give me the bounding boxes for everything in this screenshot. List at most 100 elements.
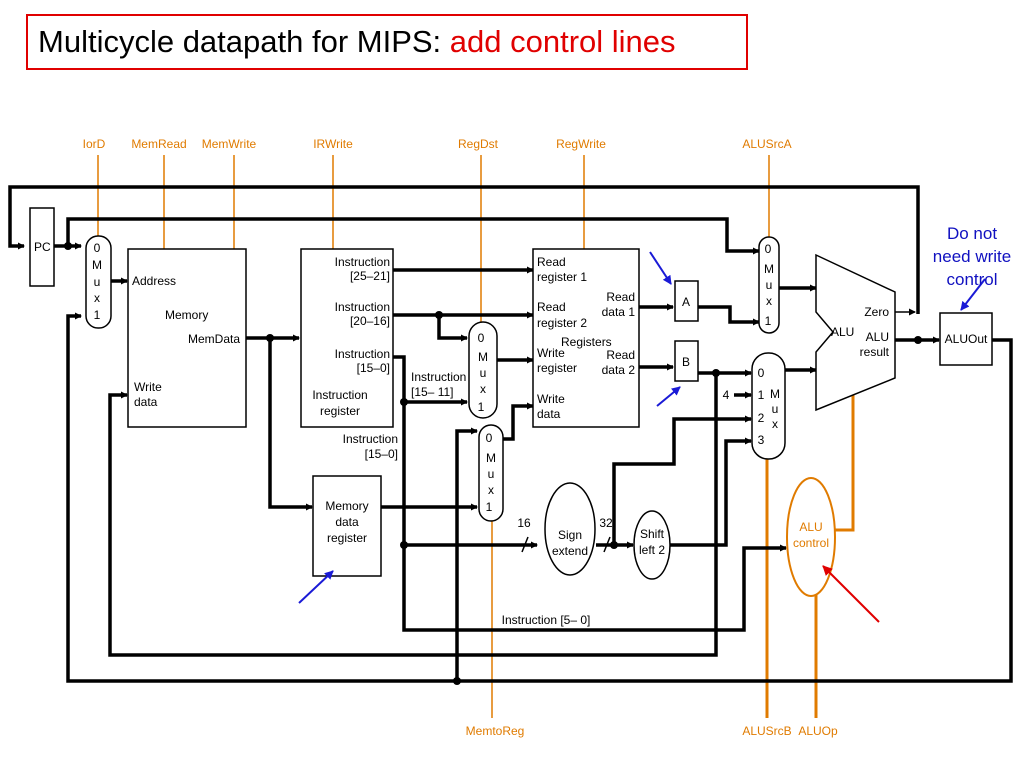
reg-rr2b: register 2 [537,316,587,330]
ir-name2: register [320,404,360,418]
mux-labels: 0 M u x 1 0 M u x 1 0 M u x 1 0 M u x 1 … [92,241,780,514]
reg-a [674,280,699,322]
svg-text:M: M [478,350,488,364]
ir-i1a: Instruction [335,255,390,269]
arrow-to-aluout [960,278,986,311]
ir-name1: Instruction [312,388,367,402]
mux-memtoreg [478,424,504,522]
svg-text:M: M [764,262,774,276]
reg-wrb: register [537,361,577,375]
bus-slashes [521,536,611,553]
register-file [532,248,640,428]
reg-rr1a: Read [537,255,566,269]
label-iord: IorD [83,137,106,151]
svg-text:M: M [92,258,102,272]
mdr-l2: data [335,515,359,529]
svg-text:M: M [770,387,780,401]
ir-mid-a: Instruction [411,370,466,384]
reg-rd1a: Read [606,290,635,304]
svg-text:0: 0 [765,242,772,256]
arrow-to-alu-control [822,565,880,623]
reg-wra: Write [537,346,565,360]
svg-text:u: u [488,467,495,481]
sl-l2: left 2 [639,543,665,557]
reg-b [674,340,699,382]
reg-wda: Write [537,392,565,406]
ir-i3b: [15–0] [357,361,390,375]
mux-pc [85,235,112,329]
label-irwrite: IRWrite [313,137,353,151]
title-accent: add control lines [449,24,676,59]
alu-zero: Zero [864,305,889,319]
label-alusrca: ALUSrcA [742,137,791,151]
mdr-l1: Memory [325,499,368,513]
svg-text:0: 0 [478,331,485,345]
pc-register [29,207,55,287]
aluc-l2: control [793,536,829,550]
arrow-to-a [649,251,672,285]
control-lines-thick [765,390,855,718]
mux-alusrcb [751,352,786,460]
reg-rd2b: data 2 [602,363,636,377]
aluout-register [939,312,993,366]
bus-16: 16 [517,516,531,530]
ir-below-a: Instruction [343,432,398,446]
note-line3: control [946,270,998,289]
se-l2: extend [552,544,588,558]
label-alusrcb: ALUSrcB [742,724,791,738]
ir-i1b: [25–21] [350,269,390,283]
instr-5-0: Instruction [5– 0] [502,613,591,627]
reg-rr2a: Read [537,300,566,314]
ir-i2a: Instruction [335,300,390,314]
control-lines [97,155,770,718]
svg-text:0: 0 [94,241,101,255]
ir-i3a: Instruction [335,347,390,361]
alu-control-labels: ALU control [793,520,829,550]
reg-rd1b: data 1 [602,305,636,319]
svg-text:1: 1 [758,388,765,402]
svg-text:u: u [94,275,101,289]
alu-result1: ALU [866,330,889,344]
ir-mid-b: [15– 11] [411,385,453,399]
svg-text:x: x [94,291,100,305]
aluout-label: ALUOut [945,332,988,346]
bus-32: 32 [599,516,613,530]
mem-memdata: MemData [188,332,240,346]
note-line2: need write [932,247,1012,266]
svg-text:u: u [766,278,773,292]
blue-arrows [298,251,986,604]
svg-text:x: x [488,483,494,497]
ir-i2b: [20–16] [350,314,390,328]
label-regwrite: RegWrite [556,137,606,151]
svg-text:u: u [772,402,779,416]
page-title: Multicycle datapath for MIPS: add contro… [38,24,676,60]
label-regdst: RegDst [458,137,499,151]
svg-text:u: u [480,366,487,380]
alu-result2: result [860,345,890,359]
memory-unit [127,248,247,428]
arrow-to-b [656,386,681,407]
pc-label: PC [34,240,51,254]
mux-regdst [468,321,498,419]
sl-l1: Shift [640,527,665,541]
reg-name: Registers [561,335,612,349]
reg-b-label: B [682,355,690,369]
reg-a-label: A [682,295,690,309]
const-4: 4 [723,388,730,402]
reg-rd2a: Read [606,348,635,362]
label-memread: MemRead [131,137,186,151]
aluc-l1: ALU [799,520,822,534]
alu-name: ALU [831,325,854,339]
junction-dots [64,242,922,685]
label-aluop: ALUOp [798,724,838,738]
title-main: Multicycle datapath for MIPS: [38,24,450,59]
mem-write1: Write [134,380,162,394]
label-memtoreg: MemtoReg [466,724,525,738]
svg-text:0: 0 [758,366,765,380]
sign-extend [544,482,596,576]
svg-text:M: M [486,451,496,465]
mux-alusrca [758,236,780,334]
svg-text:0: 0 [486,431,493,445]
mem-name: Memory [165,308,208,322]
